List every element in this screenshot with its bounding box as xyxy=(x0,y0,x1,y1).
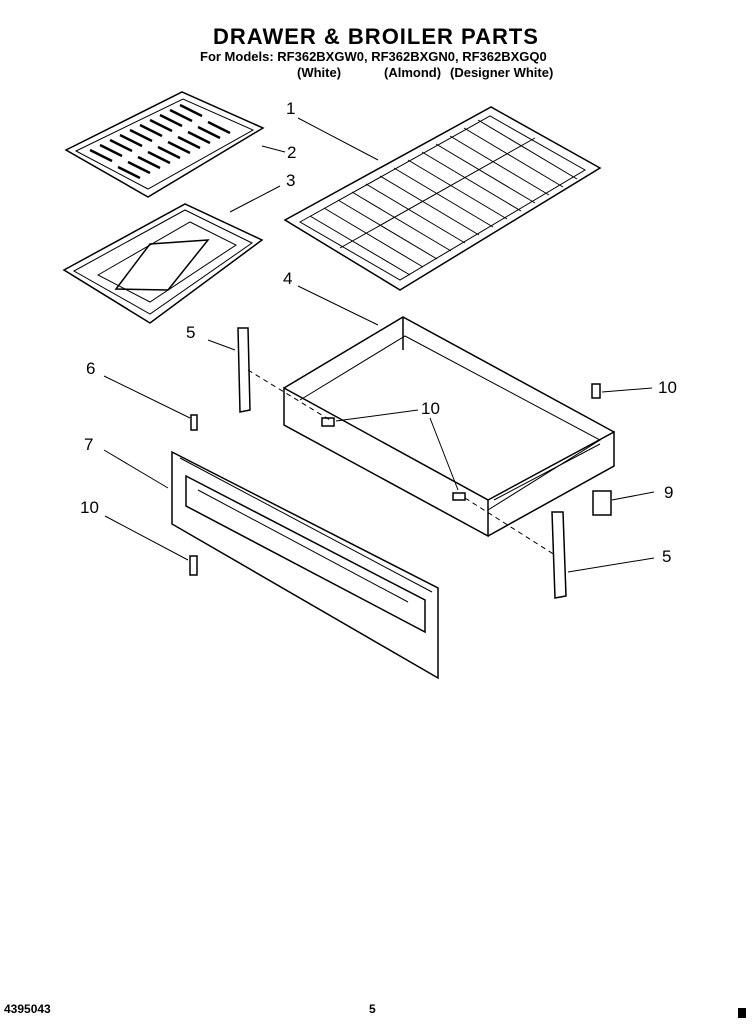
oven-rack xyxy=(283,106,602,291)
drawer-body xyxy=(283,316,615,538)
bracket xyxy=(592,490,612,516)
callout-5-left: 5 xyxy=(186,323,196,342)
guide-stud xyxy=(190,414,198,431)
callout-1: 1 xyxy=(286,99,296,118)
broiler-pan xyxy=(62,203,264,324)
callout-6: 6 xyxy=(86,359,96,378)
callout-5-right: 5 xyxy=(662,547,672,566)
callout-7: 7 xyxy=(84,435,94,454)
broiler-grid xyxy=(64,91,265,198)
finish-designer-white: (Designer White) xyxy=(450,65,554,80)
corner-mark xyxy=(738,1008,746,1018)
screw-right xyxy=(591,383,601,399)
drawer-rail-right xyxy=(551,511,567,599)
drawer-front-panel xyxy=(171,450,439,680)
model-numbers: For Models: RF362BXGW0, RF362BXGN0, RF36… xyxy=(200,49,547,64)
callout-2: 2 xyxy=(287,143,297,162)
callout-10-right: 10 xyxy=(658,378,677,397)
finish-white: (White) xyxy=(297,65,342,80)
doc-number: 4395043 xyxy=(4,1002,51,1016)
callout-10-left: 10 xyxy=(80,498,99,517)
page-title: DRAWER & BROILER PARTS xyxy=(213,24,539,49)
drawer-rail-left xyxy=(237,327,251,413)
screw-drawer-center xyxy=(321,417,335,427)
callout-4: 4 xyxy=(283,269,293,288)
callout-3: 3 xyxy=(286,171,296,190)
finish-almond: (Almond) xyxy=(384,65,442,80)
callout-10-center: 10 xyxy=(421,399,440,418)
screw-drawer-side xyxy=(452,492,466,501)
page-number: 5 xyxy=(369,1002,376,1016)
screw-front xyxy=(189,555,198,576)
callout-9: 9 xyxy=(664,483,674,502)
